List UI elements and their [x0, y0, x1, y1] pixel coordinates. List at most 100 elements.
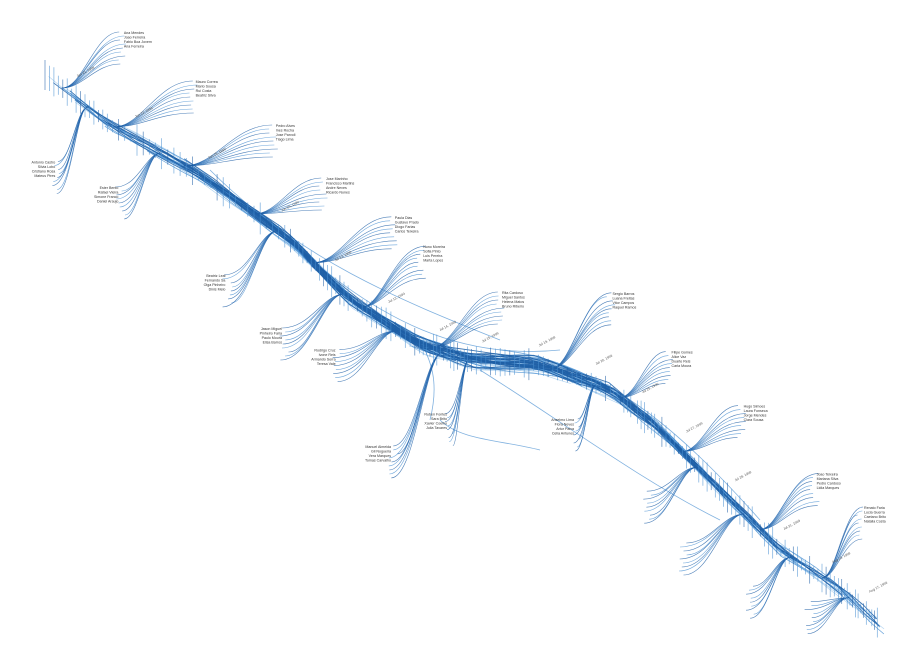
character-name-label: Alice Vaz [672, 355, 687, 359]
character-name-label: Miguel Santos [502, 296, 525, 300]
character-thread [312, 248, 392, 264]
character-thread [284, 293, 345, 357]
character-thread [644, 466, 698, 524]
character-thread [208, 180, 797, 564]
character-thread [439, 419, 541, 451]
character-name-label: Beatriz Leal [206, 274, 225, 278]
character-thread [405, 336, 854, 607]
character-thread [312, 224, 396, 264]
character-name-label: Paula Dias [395, 216, 413, 220]
character-thread [550, 308, 612, 370]
character-thread [397, 351, 444, 455]
character-name-label: Rodrigo Cruz [314, 349, 335, 353]
character-name-label: Manuel Almeida [365, 445, 391, 449]
character-thread [550, 296, 607, 370]
date-label: Aug 16, 1999 [831, 551, 851, 564]
character-thread [71, 94, 580, 384]
character-thread [759, 489, 811, 530]
character-thread [119, 152, 161, 208]
date-label: Jul 31, 1999 [783, 519, 801, 531]
character-thread [183, 124, 273, 167]
character-thread [646, 466, 698, 508]
character-name-label: Ricardo Nunes [326, 191, 350, 195]
character-thread [103, 119, 457, 362]
character-name-label: Xavier Coelho [424, 422, 447, 426]
character-name-label: Celia Antunes [552, 432, 574, 436]
character-name-label: Simone Franco [94, 195, 118, 199]
character-thread [61, 59, 119, 89]
event-columns [44, 60, 878, 638]
character-thread [429, 299, 499, 349]
character-thread [361, 245, 426, 308]
character-thread [388, 351, 444, 459]
character-thread [113, 80, 193, 128]
character-name-label: Rita Cardoso [502, 291, 523, 295]
character-name-label: Andre Neves [326, 186, 347, 190]
character-thread [61, 39, 121, 89]
character-name-label: Elisa Barros [263, 341, 283, 345]
character-thread [224, 230, 278, 276]
character-thread [393, 351, 444, 451]
character-thread [195, 174, 686, 453]
character-name-label: Ivone Reis [319, 353, 336, 357]
character-name-label: Francisco Martins [326, 182, 355, 186]
character-thread [682, 513, 745, 564]
character-thread [748, 556, 791, 591]
character-name-label: Olga Pinheiro [204, 283, 226, 287]
character-thread [821, 514, 858, 579]
character-thread [550, 324, 612, 370]
character-name-label: Pedro Cardoso [817, 482, 841, 486]
character-thread [124, 152, 161, 220]
character-thread [186, 169, 600, 388]
character-thread [821, 518, 862, 579]
character-thread [288, 293, 345, 353]
character-name-label: Joao Teixeira [817, 473, 838, 477]
character-name-label: Lidia Marques [817, 486, 840, 490]
character-name-label: Bruno Ribeiro [502, 305, 524, 309]
character-name-label: Artur Paiva [556, 427, 574, 431]
character-name-label: Lucia Guerra [864, 511, 885, 515]
character-thread [222, 230, 278, 308]
character-name-label: Tomas Carvalho [365, 458, 391, 462]
character-thread [183, 144, 275, 167]
character-thread [52, 107, 88, 186]
character-thread [167, 154, 587, 379]
character-thread [56, 107, 88, 194]
character-name-label: Mauro Correa [196, 80, 218, 84]
thread-layer-dark [52, 31, 880, 634]
character-thread [452, 359, 470, 446]
character-thread [686, 513, 745, 544]
thread-layer-light [53, 35, 885, 635]
character-name-label: Sergio Barros [613, 292, 635, 296]
character-thread [679, 513, 745, 548]
date-label: Jul 19, 1999 [538, 335, 556, 347]
character-name-label: Dinis Melo [209, 287, 226, 291]
character-name-label: Jose Marinho [326, 177, 348, 181]
character-name-label: Teresa Vale [317, 362, 336, 366]
character-thread [429, 291, 498, 349]
date-label: Jul 15, 1999 [481, 331, 499, 343]
character-thread [821, 506, 864, 579]
character-name-label: Paulo Moura [262, 336, 282, 340]
character-thread [750, 556, 791, 619]
character-thread [821, 526, 862, 579]
date-label: Jul 20, 1999 [595, 354, 613, 366]
character-name-label: Ruben Fontes [424, 413, 447, 417]
character-thread [479, 369, 721, 521]
character-name-label: Vitor Campos [613, 301, 635, 305]
character-thread [390, 328, 880, 627]
character-thread [341, 291, 759, 525]
character-thread [183, 140, 274, 167]
character-thread [285, 293, 345, 341]
character-name-label: Gustavo Prado [395, 220, 419, 224]
character-name-label: Hugo Simoes [744, 405, 766, 409]
character-thread [393, 351, 444, 447]
character-name-label: Jason Miguel [261, 327, 282, 331]
character-name-label: Diogo Farias [395, 225, 416, 229]
character-thread [575, 384, 597, 452]
character-thread [681, 413, 746, 452]
character-thread [183, 132, 270, 167]
